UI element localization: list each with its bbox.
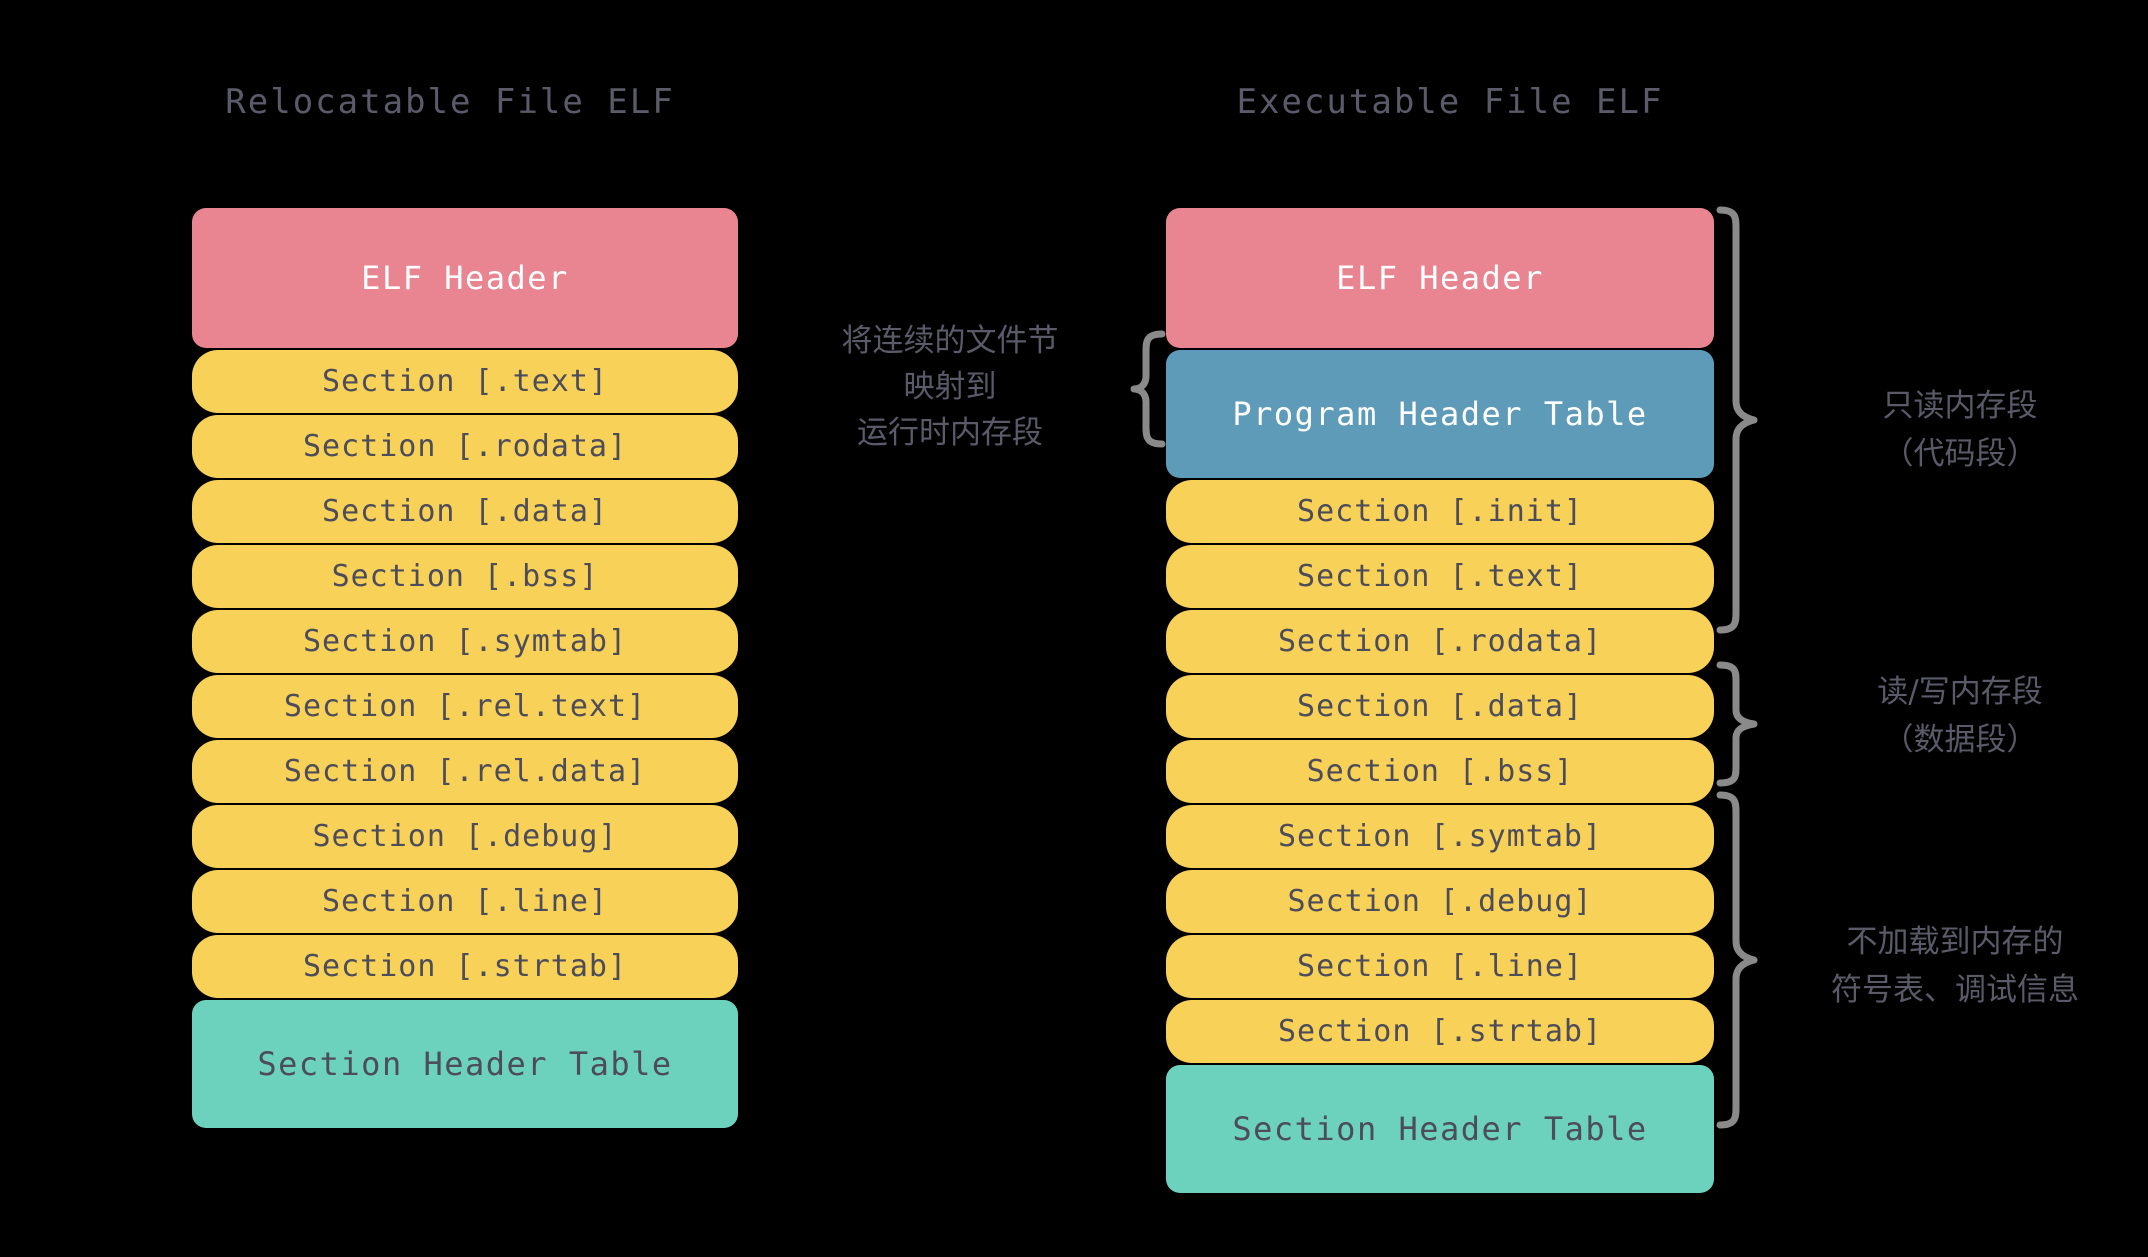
right-block-2: Section [.init]	[1166, 480, 1714, 543]
right-block-1: Program Header Table	[1166, 350, 1714, 478]
left-block-9: Section [.line]	[192, 870, 738, 933]
left-block-label-0: ELF Header	[361, 259, 569, 297]
not-loaded-brace-icon	[1716, 791, 1758, 1129]
left-block-label-2: Section [.rodata]	[302, 429, 628, 464]
right-block-8: Section [.debug]	[1166, 870, 1714, 933]
not-loaded-note-line-1: 不加载到内存的	[1846, 924, 2064, 960]
mapping-annotation-line-1: 将连续的文件节	[841, 323, 1059, 359]
right-block-label-5: Section [.data]	[1297, 689, 1583, 724]
left-block-8: Section [.debug]	[192, 805, 738, 868]
right-block-9: Section [.line]	[1166, 935, 1714, 998]
left-block-2: Section [.rodata]	[192, 415, 738, 478]
mapping-annotation: 将连续的文件节 映射到 运行时内存段	[790, 318, 1110, 456]
right-block-0: ELF Header	[1166, 208, 1714, 348]
left-column-title: Relocatable File ELF	[225, 82, 675, 122]
right-block-label-0: ELF Header	[1336, 259, 1544, 297]
right-block-11: Section Header Table	[1166, 1065, 1714, 1193]
left-block-7: Section [.rel.data]	[192, 740, 738, 803]
right-block-10: Section [.strtab]	[1166, 1000, 1714, 1063]
right-block-4: Section [.rodata]	[1166, 610, 1714, 673]
right-block-label-4: Section [.rodata]	[1277, 624, 1603, 659]
left-block-label-7: Section [.rel.data]	[283, 754, 647, 789]
left-block-label-5: Section [.symtab]	[302, 624, 628, 659]
left-block-5: Section [.symtab]	[192, 610, 738, 673]
right-block-3: Section [.text]	[1166, 545, 1714, 608]
left-block-1: Section [.text]	[192, 350, 738, 413]
left-block-label-1: Section [.text]	[322, 364, 608, 399]
not-loaded-note: 不加载到内存的 符号表、调试信息	[1760, 918, 2148, 1014]
readonly-segment-note-line-2: （代码段）	[1882, 436, 2038, 472]
readwrite-segment-brace-icon	[1716, 661, 1758, 787]
right-block-label-3: Section [.text]	[1297, 559, 1583, 594]
mapping-brace-icon	[1130, 330, 1166, 448]
left-block-6: Section [.rel.text]	[192, 675, 738, 738]
mapping-annotation-line-2: 映射到	[903, 369, 997, 405]
right-block-label-1: Program Header Table	[1232, 395, 1648, 433]
right-block-label-8: Section [.debug]	[1287, 884, 1593, 919]
left-block-label-8: Section [.debug]	[312, 819, 618, 854]
right-block-5: Section [.data]	[1166, 675, 1714, 738]
right-column-title: Executable File ELF	[1236, 82, 1664, 122]
left-block-4: Section [.bss]	[192, 545, 738, 608]
left-block-11: Section Header Table	[192, 1000, 738, 1128]
not-loaded-note-line-2: 符号表、调试信息	[1831, 972, 2079, 1008]
readonly-segment-note: 只读内存段 （代码段）	[1790, 382, 2130, 478]
right-block-label-9: Section [.line]	[1297, 949, 1583, 984]
mapping-annotation-line-3: 运行时内存段	[857, 415, 1043, 451]
readwrite-segment-note-line-1: 读/写内存段	[1877, 674, 2043, 710]
left-block-10: Section [.strtab]	[192, 935, 738, 998]
left-block-label-4: Section [.bss]	[331, 559, 599, 594]
readwrite-segment-note-line-2: （数据段）	[1882, 722, 2038, 758]
right-block-label-7: Section [.symtab]	[1277, 819, 1603, 854]
right-block-label-10: Section [.strtab]	[1277, 1014, 1603, 1049]
left-block-3: Section [.data]	[192, 480, 738, 543]
readonly-segment-brace-icon	[1716, 206, 1758, 634]
left-block-label-9: Section [.line]	[322, 884, 608, 919]
right-block-7: Section [.symtab]	[1166, 805, 1714, 868]
left-block-label-11: Section Header Table	[257, 1045, 673, 1083]
right-block-6: Section [.bss]	[1166, 740, 1714, 803]
left-block-0: ELF Header	[192, 208, 738, 348]
right-block-label-6: Section [.bss]	[1306, 754, 1574, 789]
left-block-label-3: Section [.data]	[322, 494, 608, 529]
readonly-segment-note-line-1: 只读内存段	[1882, 388, 2038, 424]
left-block-label-6: Section [.rel.text]	[283, 689, 647, 724]
left-block-label-10: Section [.strtab]	[302, 949, 628, 984]
readwrite-segment-note: 读/写内存段 （数据段）	[1790, 668, 2130, 764]
right-block-label-11: Section Header Table	[1232, 1110, 1648, 1148]
right-block-label-2: Section [.init]	[1297, 494, 1583, 529]
